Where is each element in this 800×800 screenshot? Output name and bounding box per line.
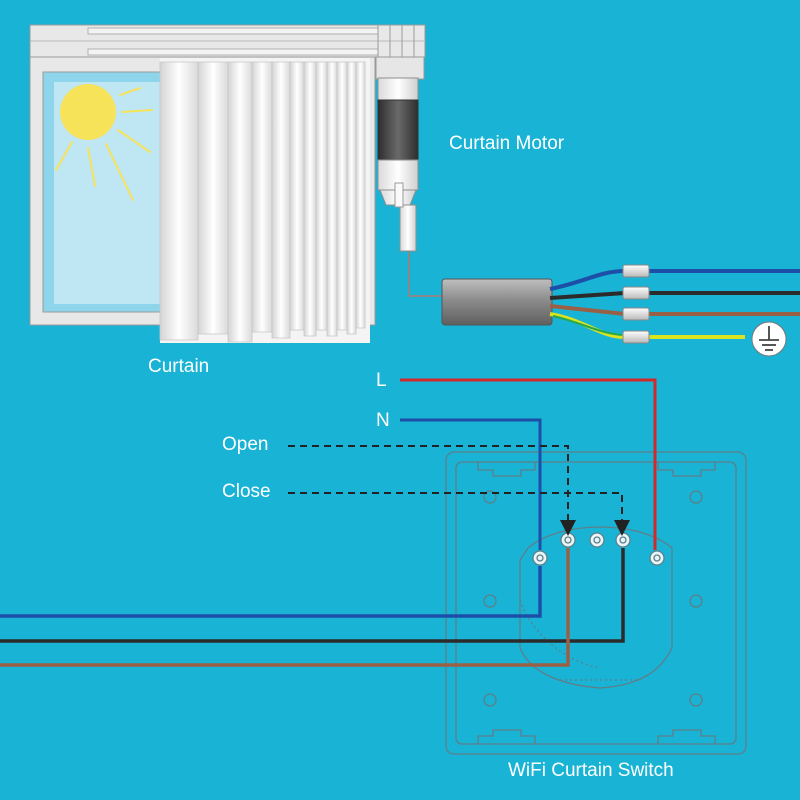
motor-cable (441, 278, 553, 326)
wire-ferrules (622, 264, 650, 344)
open-signal-line (288, 445, 576, 536)
switch-terminals (532, 532, 665, 566)
curtain-motor-label: Curtain Motor (449, 133, 565, 154)
sun-icon (55, 84, 153, 201)
close-signal-line (288, 492, 630, 536)
close-label: Close (222, 481, 271, 502)
ground-symbol-icon (751, 321, 787, 357)
motor-open-wire (0, 548, 570, 667)
neutral-wire (400, 418, 542, 550)
motor-neutral-wire (0, 566, 542, 618)
motor-lead (408, 251, 445, 297)
curtain-motor (377, 77, 419, 252)
live-wire (400, 378, 657, 550)
open-label: Open (222, 434, 269, 455)
motor-close-wire (0, 548, 625, 643)
wifi-curtain-switch (445, 451, 747, 755)
switch-label: WiFi Curtain Switch (508, 760, 674, 781)
curtain (159, 58, 370, 343)
curtain-rail (29, 24, 426, 80)
curtain-label: Curtain (148, 356, 210, 377)
live-label: L (376, 370, 387, 391)
neutral-label: N (376, 410, 390, 431)
